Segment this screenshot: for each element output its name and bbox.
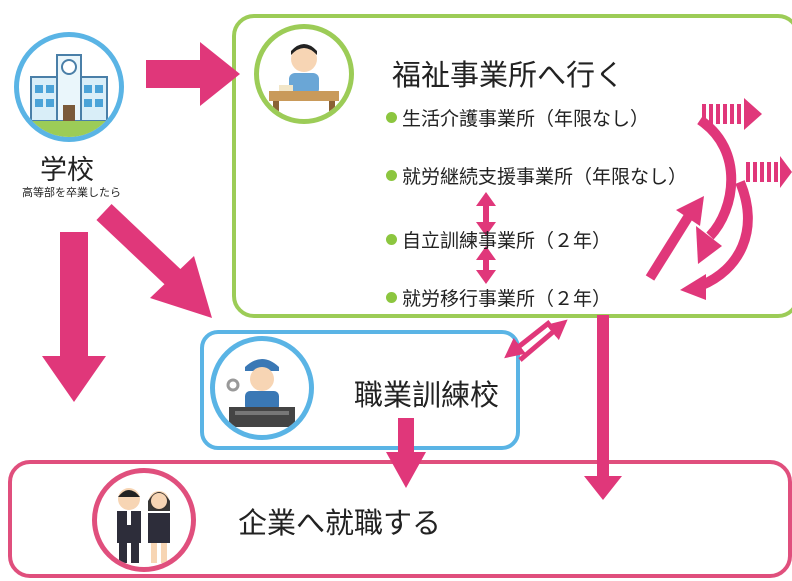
vocational-school-label: 職業訓練校 — [354, 378, 500, 412]
arrow-school-to-employment — [42, 232, 106, 402]
school-label: 学校 — [40, 155, 94, 186]
welfare-item-independence-training: 自立訓練事業所（２年） — [386, 226, 611, 253]
business-people-icon — [92, 468, 196, 572]
arrow-dashed-daily-care — [702, 98, 762, 130]
employment-label: 企業へ就職する — [238, 506, 442, 540]
bullet-dot — [386, 170, 397, 181]
bullet-dot — [386, 234, 397, 245]
worker-at-desk-icon — [254, 24, 354, 124]
arrow-training-transition-double — [476, 246, 496, 284]
welfare-title: 福祉事業所へ行く — [392, 58, 625, 92]
arrow-welfare-to-employment — [584, 315, 622, 500]
arrow-school-to-vocational — [96, 204, 212, 318]
arrow-vocational-to-employment — [386, 418, 426, 488]
school-caption: 高等部を卒業したら — [22, 186, 121, 199]
welfare-item-employment-transition: 就労移行事業所（２年） — [386, 284, 611, 311]
welfare-item-daily-care: 生活介護事業所（年限なし） — [386, 104, 649, 131]
arrow-curve-daily-care — [697, 115, 737, 240]
arrow-transition-vocational-double — [504, 319, 568, 362]
welfare-item-continuation: 就労継続支援事業所（年限なし） — [386, 162, 687, 189]
arrow-school-to-welfare — [146, 42, 240, 106]
bullet-dot — [386, 112, 397, 123]
mechanic-worker-icon — [210, 336, 314, 440]
bullet-dot — [386, 292, 397, 303]
school-building-icon — [14, 32, 124, 142]
arrow-transition-to-continuation — [645, 196, 704, 281]
arrow-dashed-continuation — [746, 156, 792, 188]
arrow-curve-continuation — [697, 180, 753, 291]
arrow-continuation-training-double — [476, 192, 496, 236]
